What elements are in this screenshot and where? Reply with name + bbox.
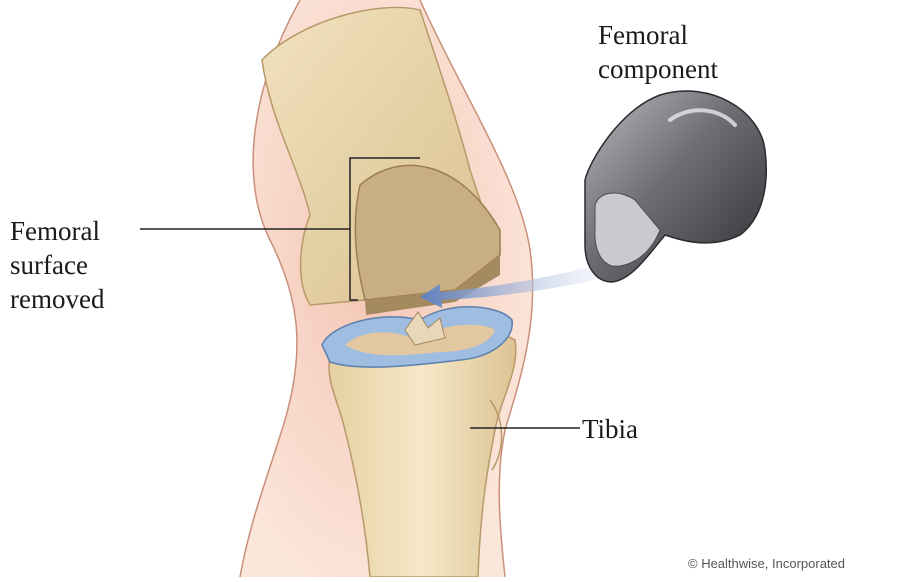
label-femoral-surface-line2: surface <box>10 248 104 282</box>
label-femoral-component-line2: component <box>598 52 718 86</box>
copyright-credit: © Healthwise, Incorporated <box>688 556 845 571</box>
label-femoral-component-line1: Femoral <box>598 18 718 52</box>
label-femoral-component: Femoral component <box>598 18 718 86</box>
label-tibia: Tibia <box>582 412 638 446</box>
label-femoral-surface-line1: Femoral <box>10 214 104 248</box>
label-femoral-surface-removed: Femoral surface removed <box>10 214 104 316</box>
label-femoral-surface-line3: removed <box>10 282 104 316</box>
